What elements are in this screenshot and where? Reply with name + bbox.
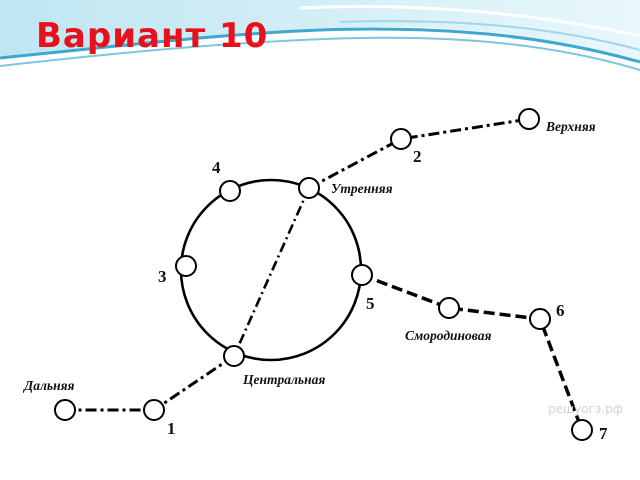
station-3-node xyxy=(175,255,197,277)
line-to-station-7 xyxy=(361,273,584,431)
station-2-node xyxy=(390,128,412,150)
slide-title: Вариант 10 xyxy=(36,16,269,56)
number-3: 3 xyxy=(158,267,167,286)
ring-line xyxy=(179,178,363,362)
label-tsentralnaya: Центральная xyxy=(242,372,325,387)
number-4: 4 xyxy=(212,158,221,177)
number-5: 5 xyxy=(366,294,375,313)
station-5-node xyxy=(351,264,373,286)
label-verkhnyaya: Верхняя xyxy=(545,119,596,134)
station-verkhnyaya-node xyxy=(518,108,540,130)
label-dalnyaya: Дальняя xyxy=(22,378,75,393)
number-1: 1 xyxy=(167,419,176,438)
number-6: 6 xyxy=(556,301,565,320)
line-utrennyaya-tsentralnaya xyxy=(232,187,311,357)
number-2: 2 xyxy=(413,147,422,166)
station-dalnyaya-node xyxy=(54,399,76,421)
station-utrennyaya-node xyxy=(298,177,320,199)
station-4-node xyxy=(219,180,241,202)
watermark: решуогэ.рф xyxy=(548,402,624,416)
label-utrennyaya: Утренняя xyxy=(331,181,393,196)
station-smorodinovaya-node xyxy=(438,297,460,319)
station-1-node xyxy=(143,399,165,421)
header-wave-decoration xyxy=(0,0,640,71)
station-7-node xyxy=(571,419,593,441)
station-6-node xyxy=(529,308,551,330)
station-tsentralnaya-node xyxy=(223,345,245,367)
number-7: 7 xyxy=(599,424,608,443)
label-smorodinovaya: Смородиновая xyxy=(405,328,491,343)
